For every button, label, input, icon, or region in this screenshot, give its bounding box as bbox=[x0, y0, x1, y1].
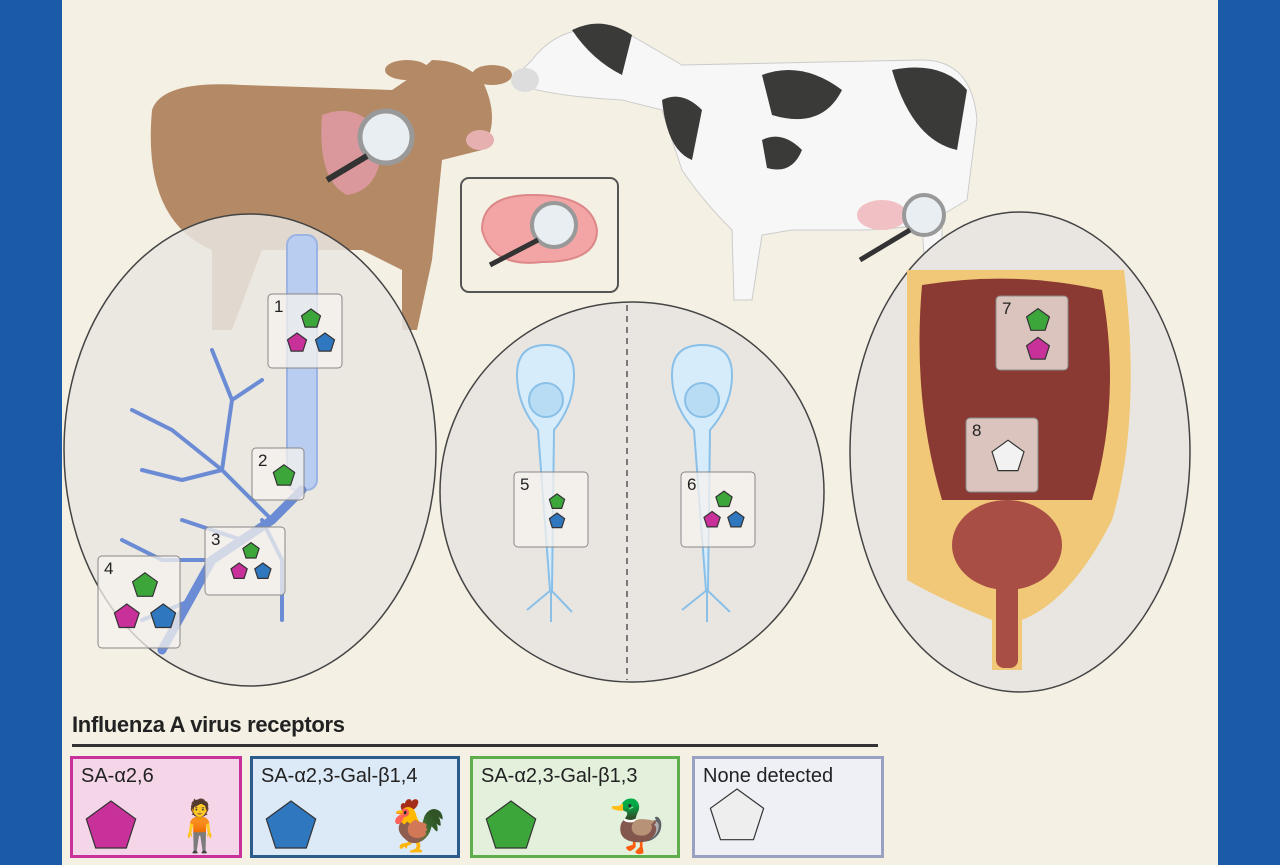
human-icon: 🧍 bbox=[168, 798, 231, 854]
magnifier-icon bbox=[325, 108, 415, 183]
receptor-site-1: 1 bbox=[267, 293, 343, 369]
green-receptor-pentagon bbox=[715, 490, 733, 508]
green-receptor-pentagon bbox=[300, 308, 322, 328]
site-box bbox=[680, 471, 756, 548]
site-number: 8 bbox=[972, 421, 981, 440]
blue-receptor-pentagon bbox=[727, 510, 745, 528]
site-box bbox=[995, 295, 1069, 371]
site-number: 5 bbox=[520, 475, 529, 494]
legend-title: Influenza A virus receptors bbox=[72, 712, 345, 737]
green-receptor-pentagon bbox=[242, 541, 260, 559]
magenta-receptor-pentagon bbox=[230, 562, 248, 580]
receptor-site-2: 2 bbox=[251, 447, 305, 501]
legend-divider bbox=[72, 744, 878, 747]
chicken-icon: 🐓 bbox=[386, 798, 449, 854]
legend-label: None detected bbox=[703, 765, 834, 787]
magenta-receptor-pentagon bbox=[703, 510, 721, 528]
site-number: 1 bbox=[274, 297, 283, 316]
blue-receptor-pentagon bbox=[150, 603, 177, 629]
green-receptor-pentagon bbox=[548, 493, 566, 509]
receptor-sites: 1 2 3 4 5 6 7 8 bbox=[97, 293, 1069, 649]
site-number: 4 bbox=[104, 559, 113, 578]
blue-receptor-pentagon bbox=[254, 562, 272, 580]
brain-panel bbox=[439, 301, 825, 683]
legend-label: SA-α2,3-Gal-β1,4 bbox=[261, 765, 418, 787]
neuron-left bbox=[515, 343, 576, 622]
receptor-site-5: 5 bbox=[513, 471, 589, 548]
green-receptor-pentagon bbox=[131, 572, 159, 597]
site-number: 6 bbox=[687, 475, 696, 494]
legend-item-duck: SA-α2,3-Gal-β1,3 🦆 bbox=[470, 756, 680, 858]
green-receptor-pentagon bbox=[1025, 307, 1051, 331]
magnifier-icon bbox=[858, 193, 946, 263]
blue-receptor-pentagon bbox=[314, 332, 336, 352]
legend-pentagon-icon bbox=[85, 800, 137, 849]
diagram-canvas: 1 2 3 4 5 6 7 8 Influenza A virus receptors SA-… bbox=[62, 0, 1218, 865]
magenta-receptor-pentagon bbox=[286, 332, 308, 352]
none-receptor-pentagon bbox=[991, 439, 1025, 472]
receptor-site-4: 4 bbox=[97, 555, 181, 649]
legend-item-human: SA-α2,6 🧍 bbox=[70, 756, 242, 858]
receptor-site-7: 7 bbox=[995, 295, 1069, 371]
magenta-receptor-pentagon bbox=[113, 603, 140, 629]
magenta-receptor-pentagon bbox=[1025, 336, 1051, 360]
site-number: 7 bbox=[1002, 299, 1011, 318]
site-number: 3 bbox=[211, 530, 220, 549]
duck-icon: 🦆 bbox=[606, 798, 669, 854]
cow-illustration bbox=[511, 23, 978, 301]
diagram-illustration: 1 2 3 4 5 6 7 8 bbox=[63, 23, 1191, 693]
site-number: 2 bbox=[258, 451, 267, 470]
green-receptor-pentagon bbox=[272, 464, 296, 486]
legend-label: SA-α2,3-Gal-β1,3 bbox=[481, 765, 638, 787]
legend-item-none: None detected bbox=[692, 756, 884, 858]
neuron-right bbox=[670, 343, 734, 622]
legend-pentagon-icon bbox=[709, 788, 765, 841]
receptor-site-8: 8 bbox=[965, 417, 1039, 493]
receptor-site-6: 6 bbox=[680, 471, 756, 548]
receptor-site-3: 3 bbox=[204, 526, 286, 596]
blue-receptor-pentagon bbox=[548, 512, 566, 529]
legend-pentagon-icon bbox=[265, 800, 317, 849]
legend-pentagon-icon bbox=[485, 800, 537, 849]
legend-label: SA-α2,6 bbox=[81, 765, 154, 787]
legend-item-chicken: SA-α2,3-Gal-β1,4 🐓 bbox=[250, 756, 460, 858]
brain-inset bbox=[460, 177, 619, 293]
site-box bbox=[513, 471, 589, 548]
